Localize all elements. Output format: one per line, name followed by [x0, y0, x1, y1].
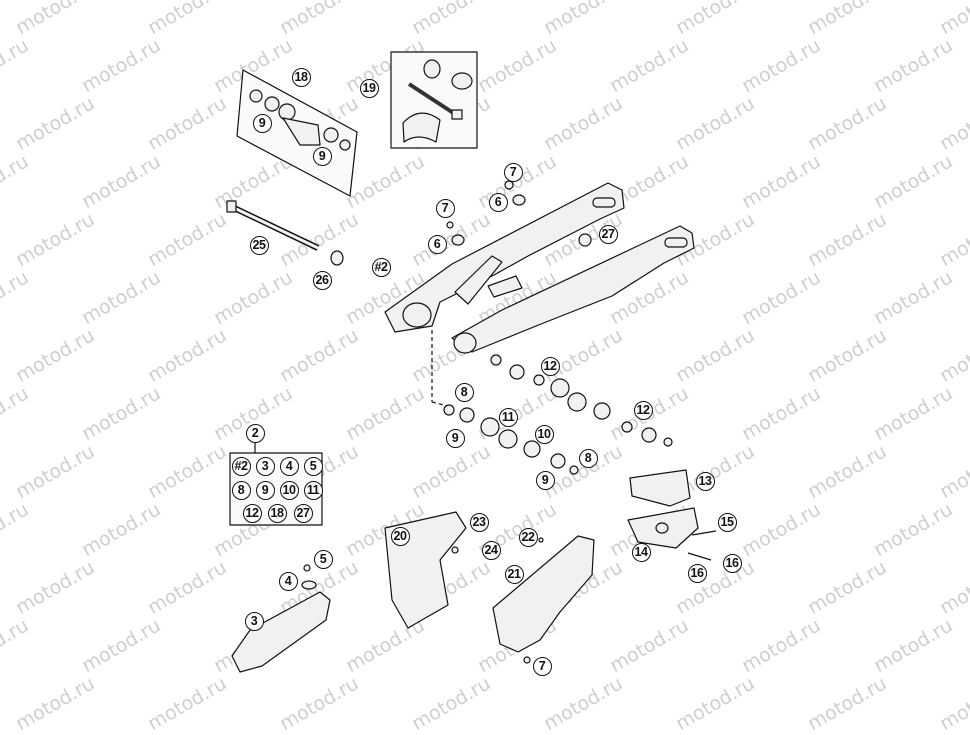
part-callout-12[interactable]: 12 — [540, 356, 560, 376]
part-callout-16[interactable]: 16 — [722, 553, 742, 573]
part-callout-kit-2[interactable]: #2 — [371, 257, 391, 277]
swingarm-frame — [384, 182, 695, 354]
part-callout-8[interactable]: 8 — [578, 448, 598, 468]
part-callout-4[interactable]: 4 — [279, 456, 299, 476]
part-callout-9[interactable]: 9 — [255, 480, 275, 500]
part-callout-27[interactable]: 27 — [598, 224, 618, 244]
part-callout-3[interactable]: 3 — [244, 611, 264, 631]
part-callout-7[interactable]: 7 — [503, 162, 523, 182]
part-callout-7[interactable]: 7 — [532, 656, 552, 676]
part-callout-12[interactable]: 12 — [242, 503, 262, 523]
part-callout-7[interactable]: 7 — [435, 198, 455, 218]
part-callout-15[interactable]: 15 — [717, 512, 737, 532]
part-callout-8[interactable]: 8 — [454, 382, 474, 402]
part-callout-23[interactable]: 23 — [469, 512, 489, 532]
part-callout-26[interactable]: 26 — [312, 270, 332, 290]
mud-guard-21 — [492, 535, 595, 653]
part-callout-3[interactable]: 3 — [255, 456, 275, 476]
bearing-kit-18-box — [236, 69, 358, 197]
chain-guide-13-14 — [627, 469, 717, 561]
part-callout-6[interactable]: 6 — [427, 234, 447, 254]
part-callout-9[interactable]: 9 — [535, 470, 555, 490]
part-callout-22[interactable]: 22 — [518, 527, 538, 547]
part-callout-8[interactable]: 8 — [231, 480, 251, 500]
part-callout-11[interactable]: 11 — [303, 480, 323, 500]
part-callout-kit-2[interactable]: #2 — [231, 456, 251, 476]
part-callout-13[interactable]: 13 — [695, 471, 715, 491]
part-callout-5[interactable]: 5 — [303, 456, 323, 476]
part-callout-12[interactable]: 12 — [633, 400, 653, 420]
part-callout-19[interactable]: 19 — [359, 78, 379, 98]
part-callout-4[interactable]: 4 — [278, 571, 298, 591]
part-callout-25[interactable]: 25 — [249, 235, 269, 255]
part-callout-14[interactable]: 14 — [631, 542, 651, 562]
bolt-kit-19-box — [390, 51, 478, 149]
part-callout-5[interactable]: 5 — [313, 549, 333, 569]
bearing-stack — [431, 330, 673, 475]
part-callout-18[interactable]: 18 — [267, 503, 287, 523]
part-callout-21[interactable]: 21 — [504, 564, 524, 584]
part-callout-9[interactable]: 9 — [252, 113, 272, 133]
part-callout-11[interactable]: 11 — [498, 407, 518, 427]
part-callout-10[interactable]: 10 — [279, 480, 299, 500]
part-callout-27[interactable]: 27 — [293, 503, 313, 523]
part-callout-20[interactable]: 20 — [390, 526, 410, 546]
part-callout-16[interactable]: 16 — [687, 563, 707, 583]
part-callout-6[interactable]: 6 — [488, 192, 508, 212]
part-callout-2[interactable]: 2 — [245, 423, 265, 443]
swingarm-axle-25 — [226, 200, 344, 266]
part-callout-18[interactable]: 18 — [291, 67, 311, 87]
part-callout-10[interactable]: 10 — [534, 424, 554, 444]
part-callout-9[interactable]: 9 — [312, 146, 332, 166]
part-callout-9[interactable]: 9 — [445, 428, 465, 448]
part-callout-24[interactable]: 24 — [481, 540, 501, 560]
